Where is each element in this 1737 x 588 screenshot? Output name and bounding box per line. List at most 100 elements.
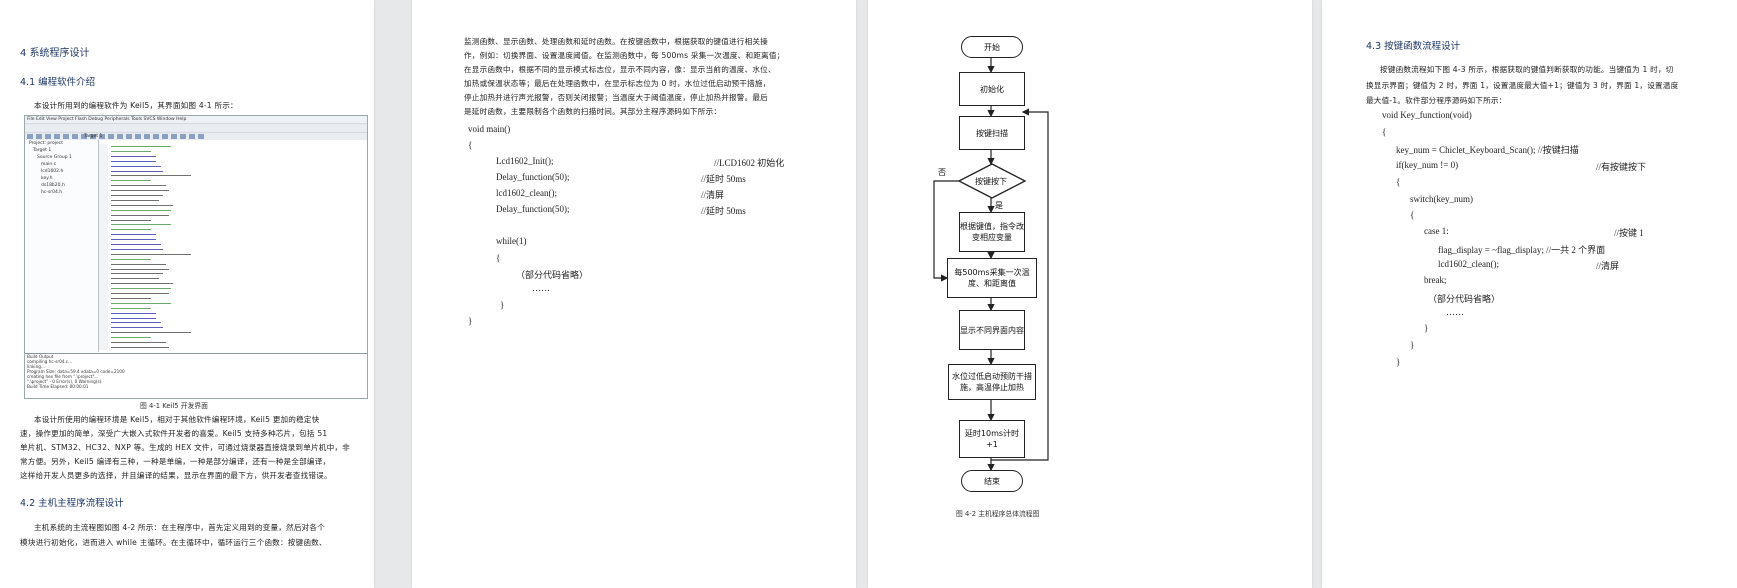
code-line-bar <box>111 229 151 234</box>
para-line: 主机系统的主流程图如图 4-2 所示：在主程序中，首先定义用到的变量，然后对各个 <box>34 523 326 532</box>
code-line-bar <box>111 146 171 151</box>
tree-item: main.c <box>41 162 57 167</box>
build-line: ".\project" - 0 Error(s), 0 Warning(s). <box>27 379 103 384</box>
flowchart-connectors <box>933 56 1049 472</box>
code-line-bar <box>111 219 151 225</box>
chapter-heading: 4 系统程序设计 <box>20 48 90 59</box>
para-line: 这样给开发人员更多的选择，并且编译的结果，显示在界面的最下方，供开发者查找错误。 <box>20 471 332 480</box>
build-line: compiling hc-sr04.c... <box>27 359 73 364</box>
code-line-bar <box>111 346 169 352</box>
code-line-bar <box>111 190 169 195</box>
para-line: 常方便。另外，Keil5 编译有三种，一种是单编，一种是部分编译，还有一种是全部… <box>20 457 331 466</box>
code-line: break; <box>1424 275 1447 285</box>
code-line-bar <box>111 273 163 278</box>
para-line: 监测函数、显示函数、处理函数和延时函数。在按键函数中，根据获取的键值进行相关操 <box>464 37 768 46</box>
flow-no-label: 否 <box>938 168 946 177</box>
ide-toolbar-1 <box>25 124 367 139</box>
code-line-bar <box>111 160 156 166</box>
code-comment: //清屏 <box>701 190 725 200</box>
document-page-3: 开始 初始化 按键扫描 按键按下 否 是 根据键值，指令改变相应变量 每500m… <box>868 0 1312 588</box>
code-line: } <box>1396 357 1401 367</box>
code-line-bar <box>111 155 156 161</box>
flow-decision-diamond <box>958 163 1026 199</box>
flow-end: 结束 <box>961 470 1023 492</box>
code-line-bar <box>111 234 156 239</box>
code-line: { <box>1382 127 1387 137</box>
para-line: 模块进行初始化，进而进入 while 主循环。在主循环中，循环运行三个函数：按键… <box>20 538 327 547</box>
keil5-screenshot: File Edit View Project Flash Debug Perip… <box>24 115 368 399</box>
code-line: flag_display = ~flag_display; //一共 2 个界面 <box>1438 245 1606 255</box>
code-line-bar <box>111 239 156 244</box>
code-line-bar <box>111 204 173 210</box>
para-line: 本设计所使用的编程环境是 Keil5，相对于其他软件编程环境，Keil5 更加的… <box>34 415 320 424</box>
code-line-bar <box>111 224 171 229</box>
para-line: 单片机、STM32、HC32、NXP 等。生成的 HEX 文件，可通过烧录器直接… <box>20 443 350 452</box>
code-line-bar <box>111 342 166 347</box>
build-line: Program Size: data=59.4 xdata=0 code=210… <box>27 369 125 374</box>
code-line-bar <box>111 312 156 318</box>
code-line: （部分代码省略） <box>516 270 589 280</box>
code-line: Delay_function(50); <box>496 204 570 214</box>
para-line: 速，操作更加的简单，深受广大嵌入式软件开发者的喜爱。Keil5 支持多种芯片，包… <box>20 429 328 438</box>
code-line: case 1: <box>1424 226 1449 236</box>
flow-start: 开始 <box>961 36 1023 58</box>
code-line-bar <box>111 214 169 220</box>
code-line-bar <box>111 317 156 323</box>
tree-item: Target 1 <box>33 148 52 153</box>
code-line-bar <box>111 209 171 215</box>
code-line: } <box>468 316 473 326</box>
code-line-bar <box>111 268 169 274</box>
code-line-bar <box>111 170 163 176</box>
flow-display: 显示不同界面内容 <box>959 310 1025 350</box>
code-line-bar <box>111 165 161 171</box>
code-line-bar <box>111 327 163 332</box>
tree-item: lcd1602.h <box>41 169 64 174</box>
tree-item: Source Group 1 <box>37 155 72 160</box>
code-line-bar <box>111 293 169 298</box>
code-line-bar <box>111 263 166 269</box>
code-line-bar <box>111 150 151 156</box>
code-comment: //有按键按下 <box>1596 162 1647 172</box>
code-comment: //延时 50ms <box>701 206 746 216</box>
code-line: …… <box>1446 307 1464 317</box>
code-line: { <box>1396 177 1401 187</box>
code-line: { <box>496 253 501 263</box>
code-line-bar <box>111 297 151 303</box>
intro-line: 本设计所用到的编程软件为 Keil5，其界面如图 4-1 所示： <box>34 101 238 110</box>
tree-item: key.h <box>41 176 53 181</box>
code-line-bar <box>111 195 163 200</box>
code-line-bar <box>111 185 166 190</box>
code-line-bar <box>111 253 191 259</box>
code-line-bar <box>111 288 171 293</box>
document-page-1: 4 系统程序设计 4.1 编程软件介绍 本设计所用到的编程软件为 Keil5，其… <box>0 0 374 588</box>
document-page-4: 4.3 按键函数流程设计 按键函数流程如下图 4-3 所示，根据获取的键值判断获… <box>1322 0 1737 588</box>
code-line: } <box>1410 340 1415 350</box>
line-number-gutter <box>99 144 108 350</box>
code-line-bar <box>111 180 151 185</box>
code-line-bar <box>111 332 191 337</box>
figure-caption-4-2: 图 4-2 主机程序总体流程图 <box>956 510 1040 518</box>
flow-yes-label: 是 <box>995 201 1003 210</box>
build-line: Build Output <box>27 354 54 359</box>
code-line: { <box>1410 210 1415 220</box>
ide-code-editor <box>99 140 367 352</box>
code-line-bar <box>111 278 159 283</box>
ide-project-tree: Project: project Target 1 Source Group 1… <box>25 140 99 352</box>
code-line: …… <box>532 283 550 293</box>
code-line: Lcd1602_Init(); <box>496 156 554 166</box>
ide-build-output: Build Output compiling hc-sr04.c... link… <box>25 353 367 398</box>
para-line: 按键函数流程如下图 4-3 所示，根据获取的键值判断获取的功能。当键值为 1 时… <box>1380 65 1674 74</box>
code-comment: //清屏 <box>1596 261 1620 271</box>
ide-menubar: File Edit View Project Flash Debug Perip… <box>25 116 367 124</box>
code-line-bar <box>111 248 163 254</box>
flow-process: 水位过低启动预防干措施，高温停止加热 <box>948 364 1036 400</box>
para-line: 作，例如：切换界面、设置温度阈值。在监测函数中，每 500ms 采集一次温度、和… <box>464 51 785 60</box>
section-heading-4-1: 4.1 编程软件介绍 <box>20 77 96 88</box>
code-line-bar <box>111 322 161 327</box>
tree-item: hc-sr04.h <box>41 190 63 195</box>
code-line: } <box>500 300 505 310</box>
code-line: （部分代码省略） <box>1428 294 1501 304</box>
flow-delay: 延时10ms计时+1 <box>959 420 1025 458</box>
para-line: 是延时函数，主要限制各个函数的扫描时间。其部分主程序源码如下所示： <box>464 107 722 116</box>
para-line: 在显示函数中，根据不同的显示模式标志位，显示不同内容，像：显示当前的温度、水位、 <box>464 65 776 74</box>
